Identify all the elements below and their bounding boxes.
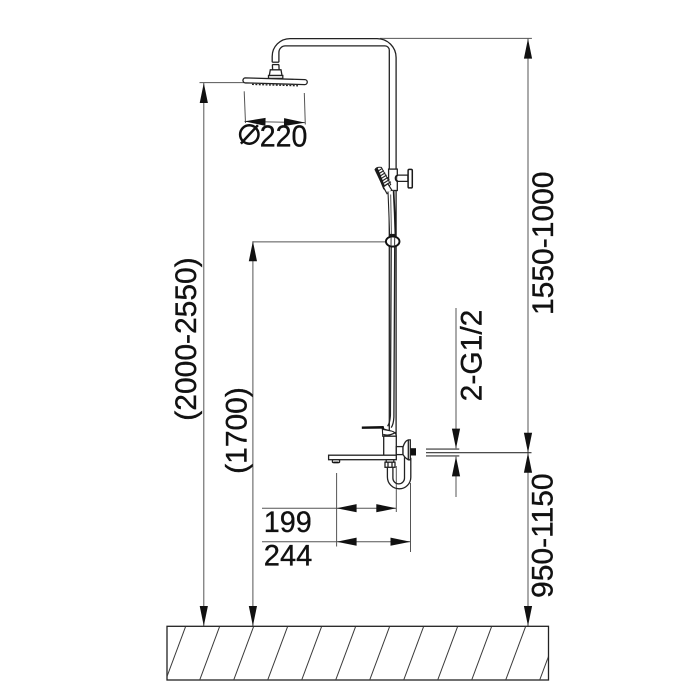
svg-text:244: 244	[264, 540, 313, 573]
svg-text:1550-1000: 1550-1000	[527, 172, 560, 315]
svg-text:(2000-2550): (2000-2550)	[170, 257, 203, 420]
svg-text:(1700): (1700)	[221, 387, 254, 474]
svg-text:950-1150: 950-1150	[527, 473, 560, 598]
svg-text:2-G1/2: 2-G1/2	[456, 310, 489, 402]
svg-text:220: 220	[260, 120, 308, 154]
svg-text:199: 199	[264, 506, 312, 539]
